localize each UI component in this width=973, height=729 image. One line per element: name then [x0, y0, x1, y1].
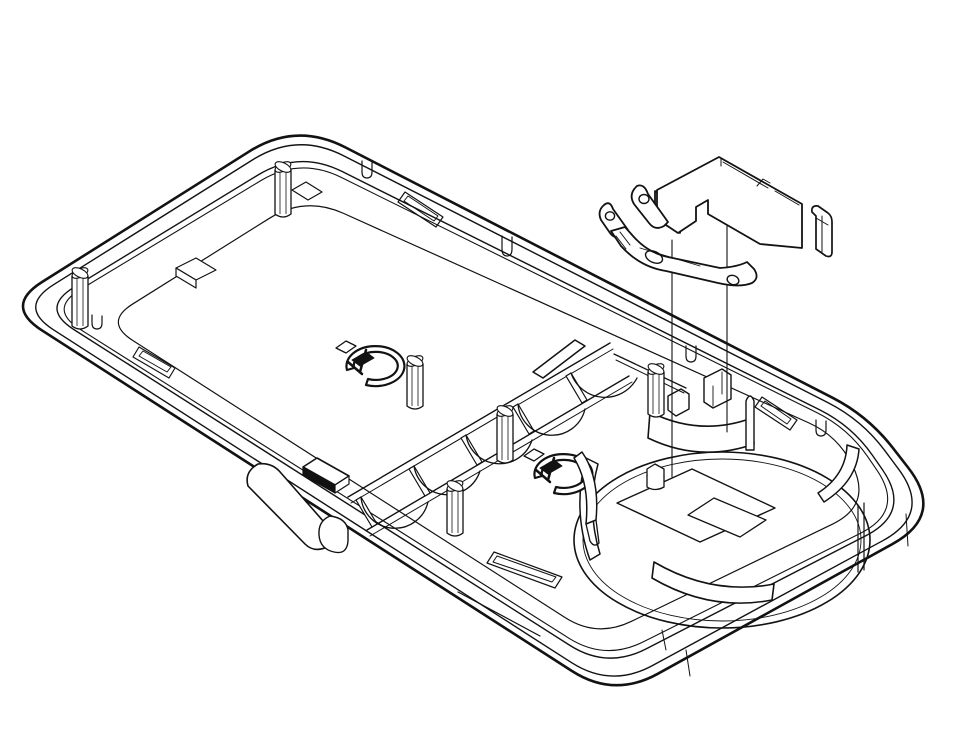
battery-clip-b — [523, 448, 600, 546]
wall-notches — [91, 160, 827, 437]
side-bump-tab — [246, 462, 541, 637]
housing-floor-outline — [117, 205, 860, 630]
rib-ladder — [347, 339, 687, 537]
wall-slots — [132, 191, 798, 589]
latch-block — [302, 457, 350, 494]
metal-contact-bracket — [598, 156, 833, 287]
battery-clip-a — [335, 340, 406, 388]
battery-mount-wall — [647, 368, 755, 453]
battery-bay — [573, 444, 871, 629]
assembly-guide-lines — [671, 211, 728, 478]
housing-outer-silhouette — [21, 134, 925, 687]
mounting-posts — [71, 161, 665, 537]
